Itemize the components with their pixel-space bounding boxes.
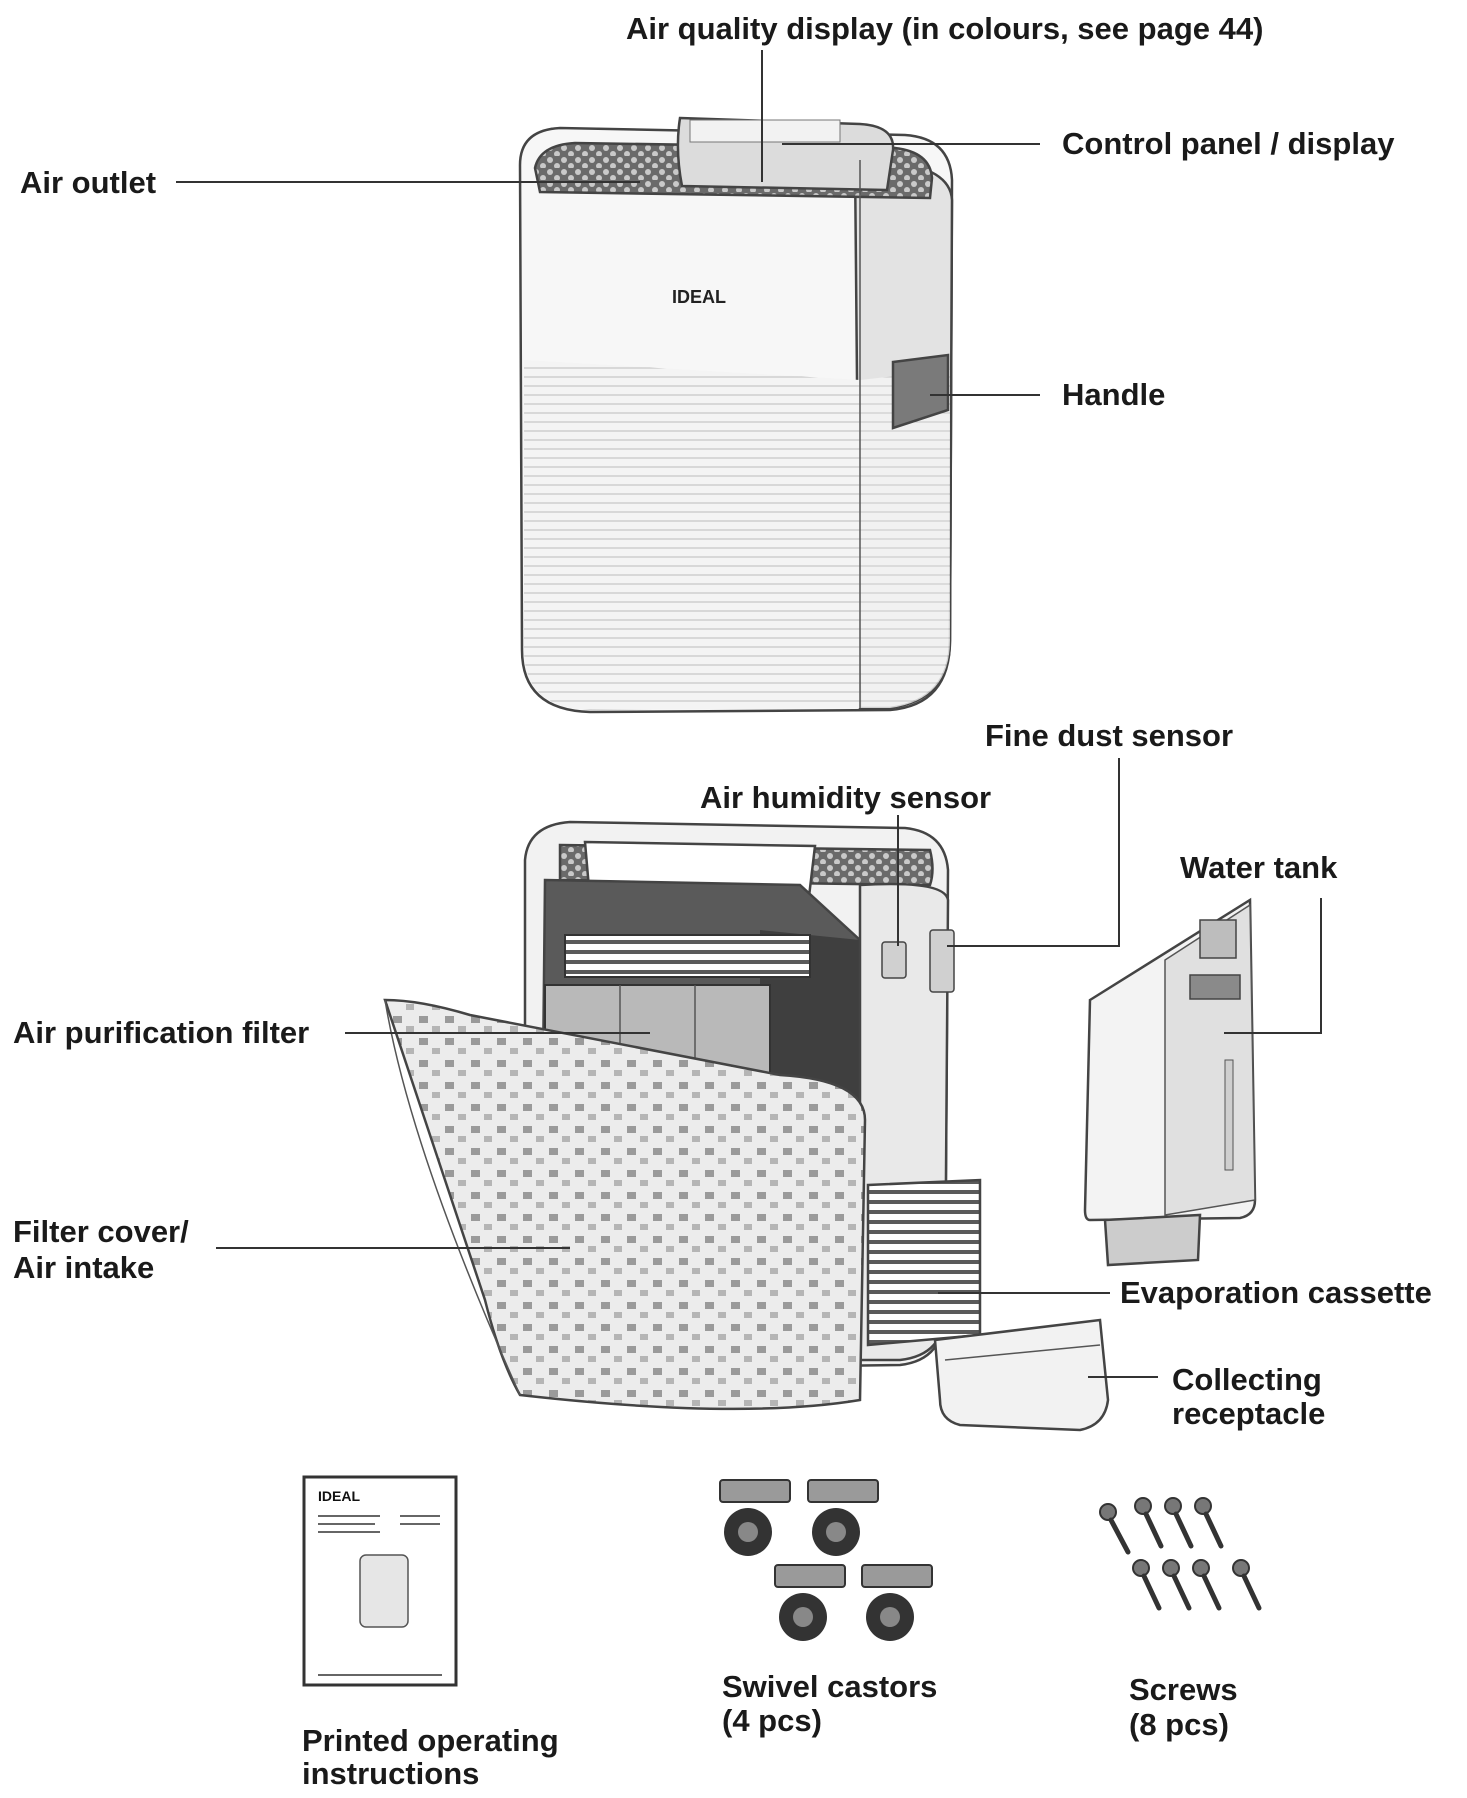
castor bbox=[861, 1564, 933, 1641]
screw bbox=[1132, 1559, 1162, 1611]
label-screws-line1: Screws bbox=[1129, 1672, 1238, 1707]
label-castors-line1: Swivel castors bbox=[722, 1669, 937, 1704]
label-water-tank: Water tank bbox=[1180, 850, 1338, 885]
screws-item bbox=[1099, 1497, 1262, 1611]
label-manual-line1: Printed operating bbox=[302, 1723, 559, 1758]
screw bbox=[1099, 1503, 1131, 1555]
evaporation-cassette-shape bbox=[866, 1178, 982, 1347]
fine-dust-sensor-shape bbox=[929, 929, 955, 993]
screw bbox=[1232, 1559, 1262, 1611]
label-control-panel: Control panel / display bbox=[1062, 126, 1395, 161]
castor bbox=[774, 1564, 846, 1641]
castor bbox=[807, 1479, 879, 1556]
brand-logo: IDEAL bbox=[672, 287, 726, 307]
label-castors-line2: (4 pcs) bbox=[722, 1703, 822, 1738]
labels: Air quality display (in colours, see pag… bbox=[13, 11, 1432, 1791]
air-purifier-open-view bbox=[383, 820, 1110, 1432]
manual-logo: IDEAL bbox=[318, 1488, 360, 1504]
label-air-purification-filter: Air purification filter bbox=[13, 1015, 309, 1050]
screw bbox=[1134, 1497, 1164, 1549]
label-collecting-line1: Collecting bbox=[1172, 1362, 1322, 1397]
screw bbox=[1192, 1559, 1222, 1611]
label-air-outlet: Air outlet bbox=[20, 165, 156, 200]
label-collecting-line2: receptacle bbox=[1172, 1396, 1325, 1431]
leader-water-tank bbox=[1224, 898, 1322, 1034]
label-fine-dust-sensor: Fine dust sensor bbox=[985, 718, 1233, 753]
label-manual-line2: instructions bbox=[302, 1756, 479, 1791]
humidity-sensor-shape bbox=[881, 941, 907, 979]
label-air-humidity-sensor: Air humidity sensor bbox=[700, 780, 991, 815]
label-filter-cover-line2: Air intake bbox=[13, 1250, 154, 1285]
label-filter-cover-line1: Filter cover/ bbox=[13, 1214, 189, 1249]
handle-recess bbox=[891, 353, 950, 430]
swivel-castors-item bbox=[719, 1479, 933, 1641]
label-screws-line2: (8 pcs) bbox=[1129, 1707, 1229, 1742]
screw bbox=[1194, 1497, 1224, 1549]
leader-lines bbox=[176, 50, 1322, 1378]
water-tank-shape bbox=[1083, 897, 1257, 1267]
leader-fine-dust-sensor bbox=[947, 758, 1120, 947]
label-air-quality-display: Air quality display (in colours, see pag… bbox=[626, 11, 1263, 46]
screw bbox=[1162, 1559, 1192, 1611]
filter-cover-shape bbox=[383, 998, 867, 1411]
printed-manual-item: IDEAL bbox=[302, 1475, 458, 1687]
castor bbox=[719, 1479, 791, 1556]
label-handle: Handle bbox=[1062, 377, 1165, 412]
label-evaporation-cassette: Evaporation cassette bbox=[1120, 1275, 1432, 1310]
screw bbox=[1164, 1497, 1194, 1549]
air-purifier-front-view: IDEAL bbox=[518, 116, 954, 714]
collecting-receptacle-shape bbox=[933, 1318, 1110, 1432]
